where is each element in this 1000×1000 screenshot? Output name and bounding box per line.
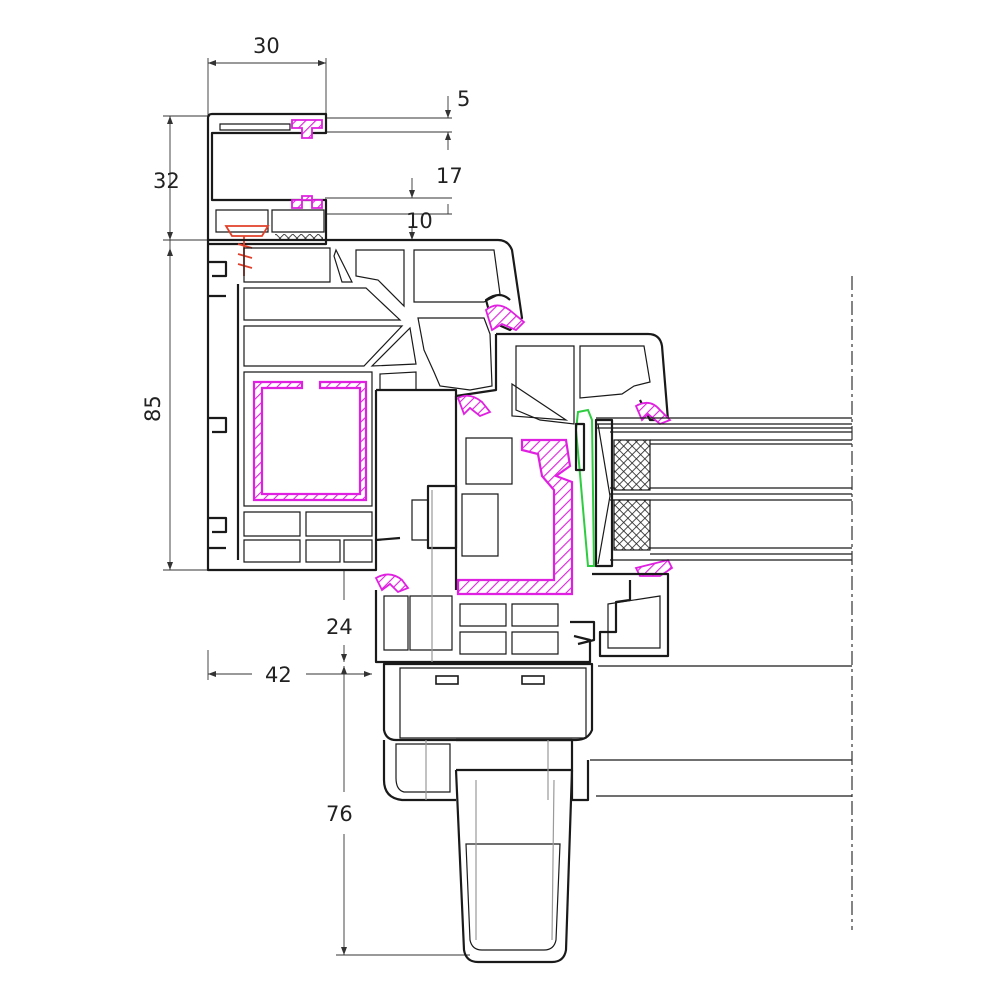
main-frame-profile [206, 238, 526, 572]
dimension-label-top-height: 32 [153, 169, 180, 193]
dimension-label-handle-height: 76 [326, 802, 353, 826]
dimension-lines [163, 58, 470, 956]
dimension-label-clip-gap: 10 [406, 209, 433, 233]
top-clip-profile [206, 112, 328, 276]
dimension-label-mid-gap: 17 [436, 164, 463, 188]
dimension-label-top-gap: 5 [457, 87, 470, 111]
handle-assembly [382, 662, 594, 964]
dimension-label-sash-offset: 24 [326, 615, 353, 639]
sash-profile [374, 332, 674, 664]
dimension-label-frame-height: 85 [141, 395, 165, 422]
dimension-label-bottom-width: 42 [265, 663, 292, 687]
dimension-label-top-width: 30 [253, 34, 280, 58]
glazing-unit [574, 276, 853, 930]
